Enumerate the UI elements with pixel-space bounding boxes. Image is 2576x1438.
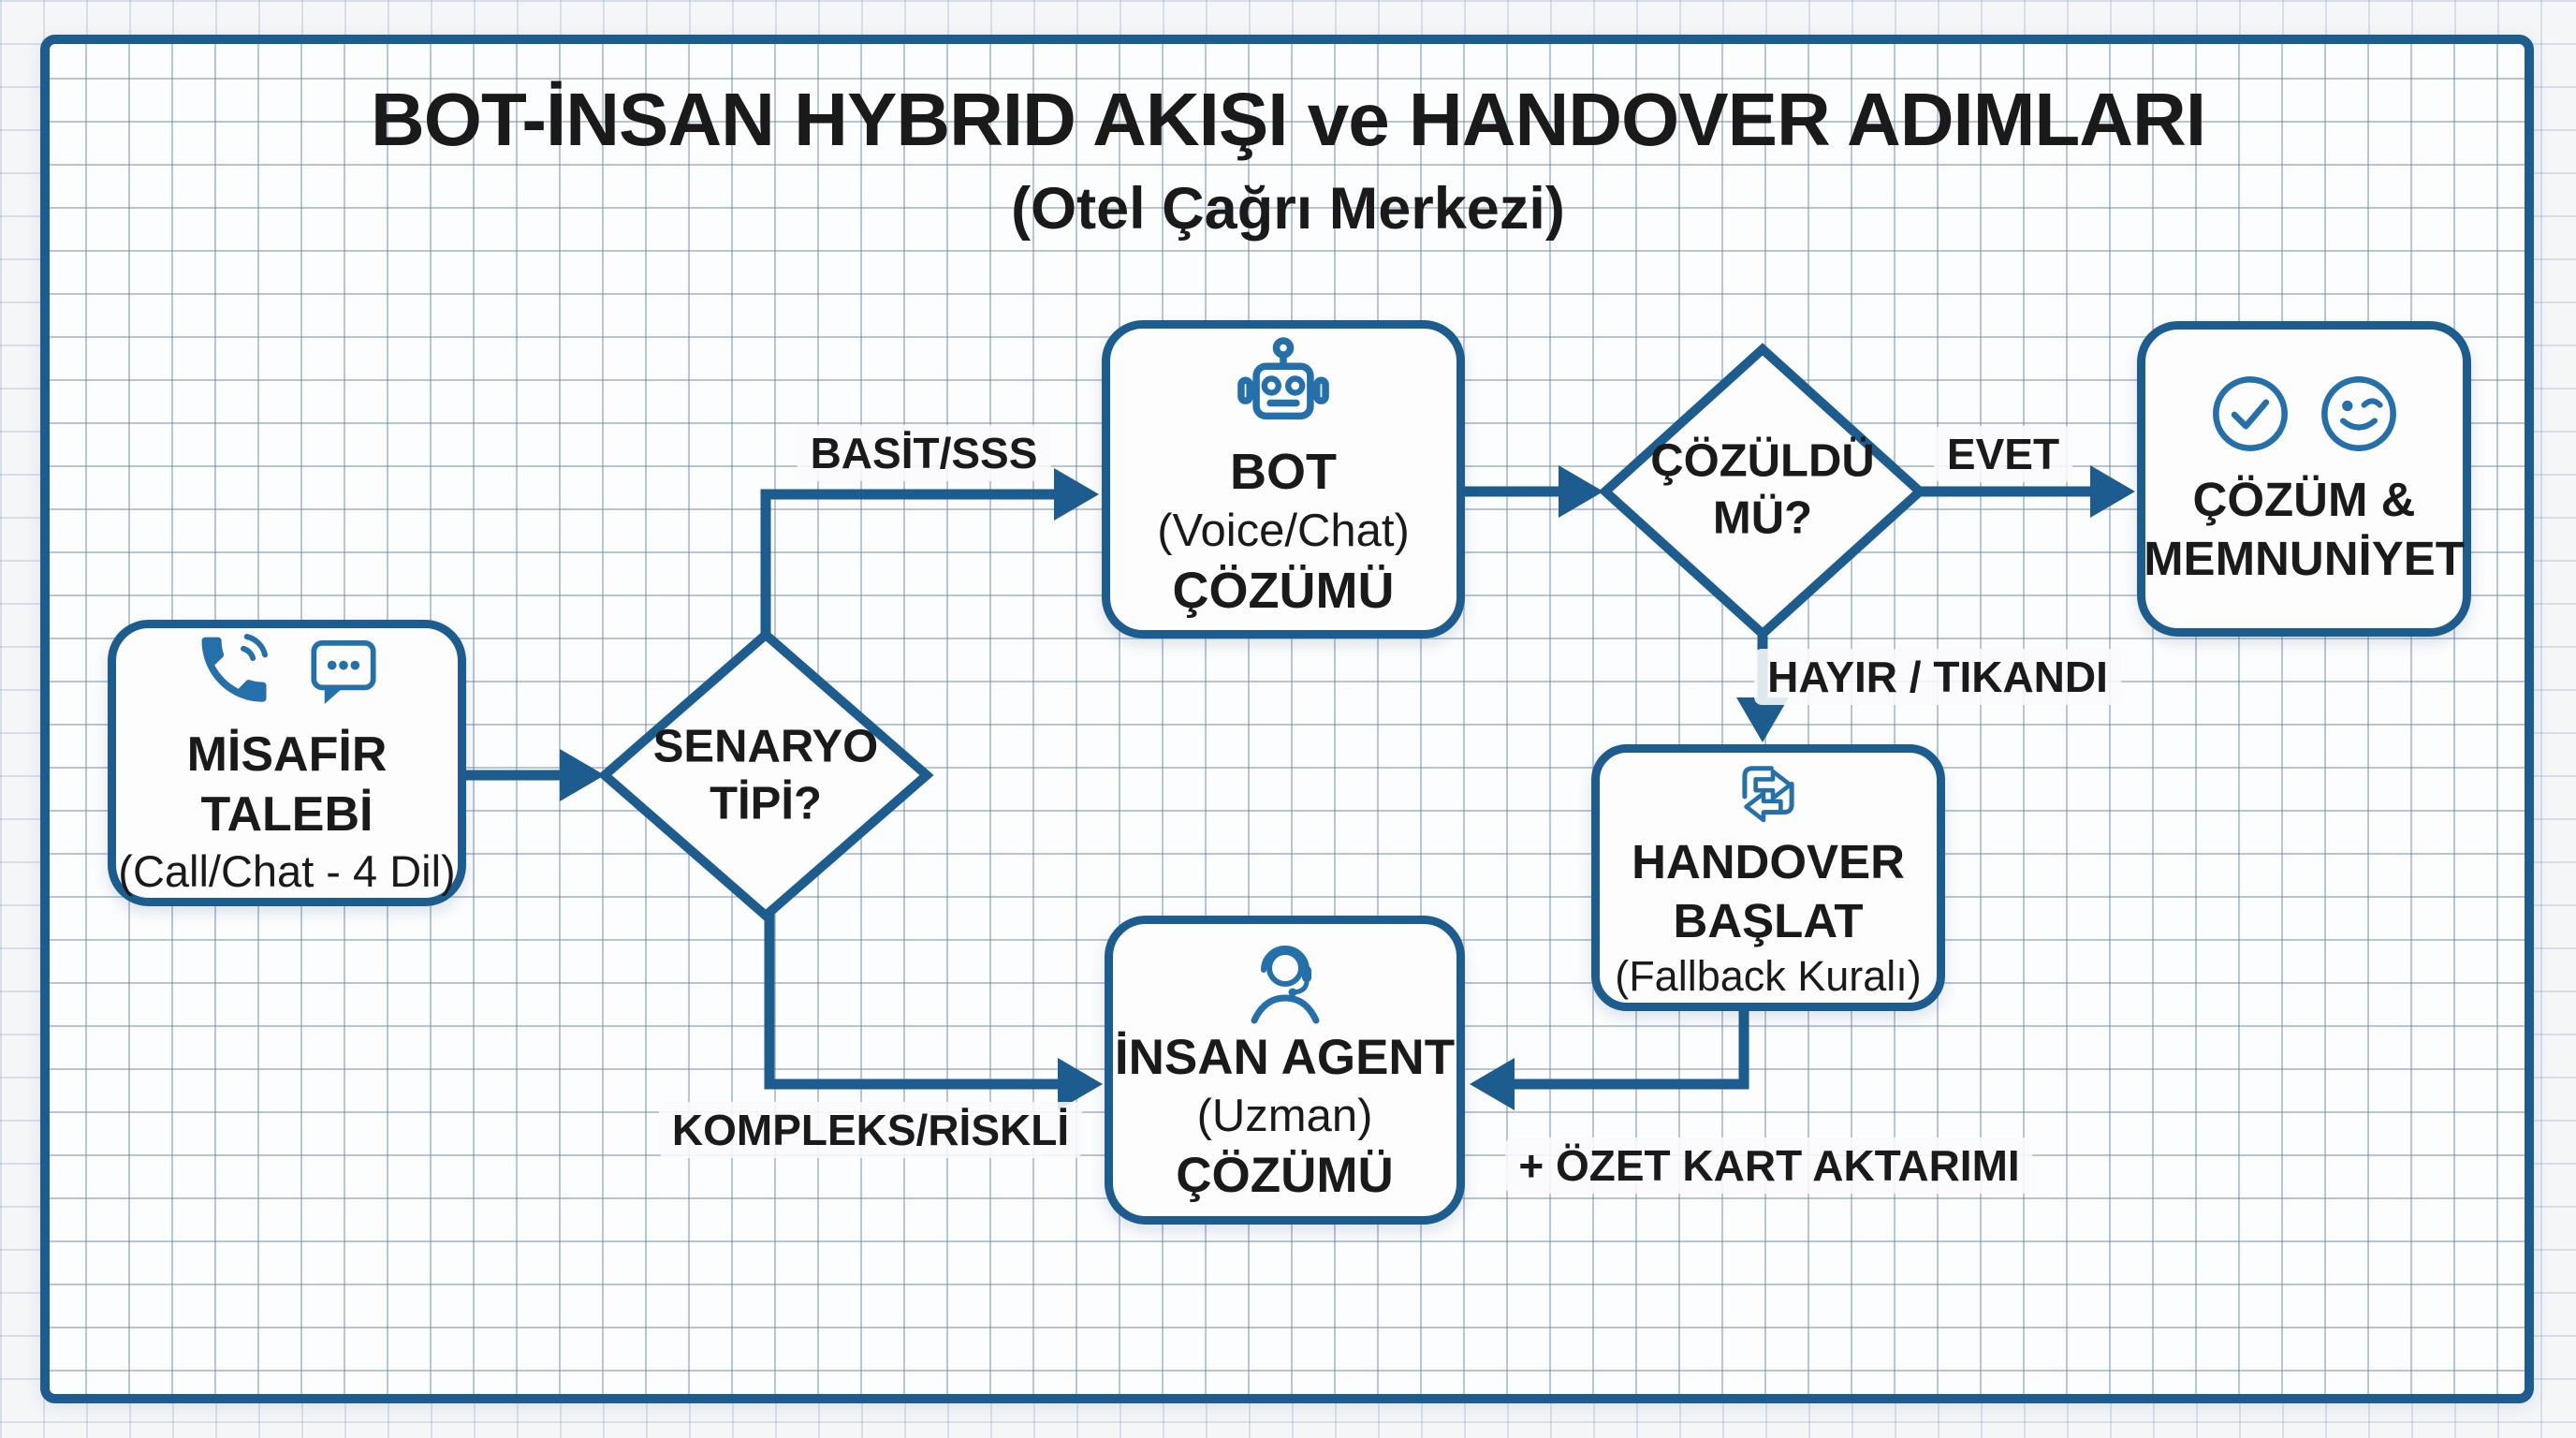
bot-footer: ÇÖZÜMÜ xyxy=(1172,562,1395,619)
edge-label-evet: EVET xyxy=(1933,426,2073,482)
handover-title2: BAŞLAT xyxy=(1673,893,1864,947)
edge-label-basit-sss: BASİT/SSS xyxy=(797,425,1051,481)
solution-icons xyxy=(2206,370,2403,458)
agent-subtitle: (Uzman) xyxy=(1196,1091,1373,1142)
decision-scenario-type-label: SENARYO TİPİ? xyxy=(652,721,879,829)
edge-label-ozet-kart-aktarimi: + ÖZET KART AKTARIMI xyxy=(1505,1137,2033,1194)
decision-resolved-label: ÇÖZÜLDÜ MÜ? xyxy=(1650,435,1875,543)
node-guest-request: MİSAFİR TALEBİ (Call/Chat - 4 Dil) xyxy=(108,620,466,906)
phone-icon xyxy=(201,634,268,702)
check-circle-icon xyxy=(2212,376,2288,452)
agent-footer: ÇÖZÜMÜ xyxy=(1176,1147,1394,1203)
guest-request-subtitle: (Call/Chat - 4 Dil) xyxy=(118,846,456,897)
edge-label-hayir-tikandi: HAYIR / TIKANDI xyxy=(1754,649,2121,705)
solution-line1: ÇÖZÜM & xyxy=(2192,473,2416,527)
node-solution-satisfaction: ÇÖZÜM & MEMNUNİYET xyxy=(2137,321,2471,637)
page-subtitle: (Otel Çağrı Merkezi) xyxy=(1011,176,1565,242)
page-title: BOT-İNSAN HYBRID AKIŞI ve HANDOVER ADIML… xyxy=(370,78,2206,161)
handover-title: HANDOVER xyxy=(1632,835,1905,889)
exchange-arrows-icon xyxy=(1742,766,1794,823)
guest-request-title: MİSAFİR TALEBİ xyxy=(186,727,388,842)
node-bot-resolution: BOT (Voice/Chat) ÇÖZÜMÜ xyxy=(1102,320,1465,638)
node-handover-start: HANDOVER BAŞLAT (Fallback Kuralı) xyxy=(1591,744,1945,1011)
bot-subtitle: (Voice/Chat) xyxy=(1157,506,1410,557)
node-human-agent: İNSAN AGENT (Uzman) ÇÖZÜMÜ xyxy=(1105,916,1465,1225)
chat-bubble-icon xyxy=(310,640,376,705)
diagram-border-frame xyxy=(40,35,2534,1403)
smiley-wink-icon xyxy=(2320,376,2396,452)
edge-label-kompleks-riskli: KOMPLEKS/RİSKLİ xyxy=(658,1102,1083,1158)
robot-icon xyxy=(1237,336,1329,419)
handover-subtitle: (Fallback Kuralı) xyxy=(1615,951,1922,1000)
bot-title: BOT xyxy=(1230,443,1337,500)
diagram-header: BOT-İNSAN HYBRID AKIŞI ve HANDOVER ADIML… xyxy=(0,81,2576,239)
headset-agent-icon xyxy=(1251,945,1319,1024)
agent-title: İNSAN AGENT xyxy=(1114,1029,1456,1085)
solution-line2: MEMNUNİYET xyxy=(2144,531,2465,585)
guest-request-icons xyxy=(190,626,385,712)
